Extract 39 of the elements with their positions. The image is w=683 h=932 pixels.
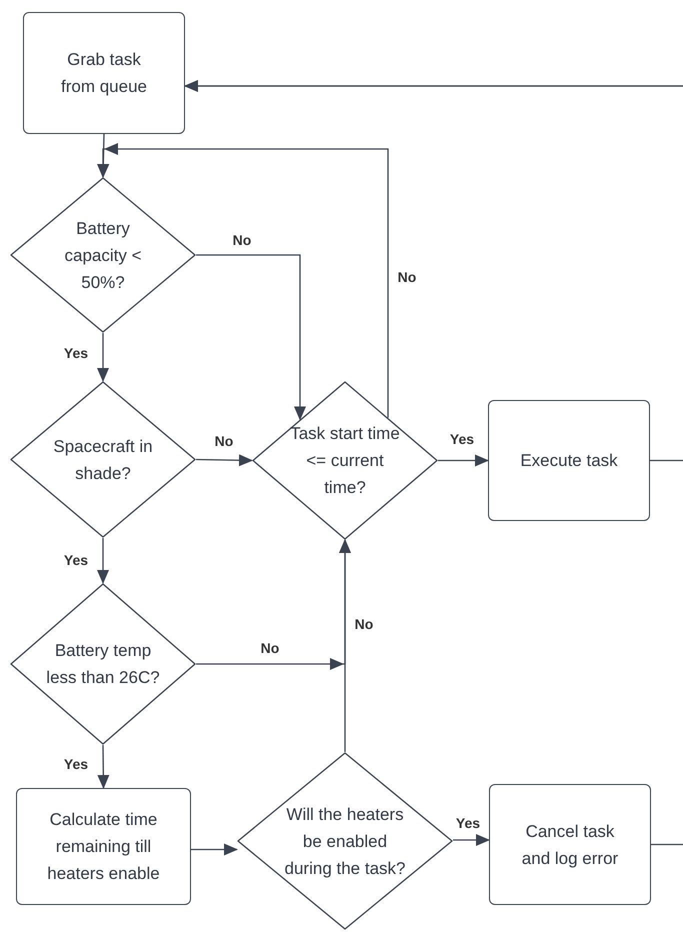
decision-diamond <box>10 583 196 745</box>
arrow <box>196 254 306 420</box>
edge-label: Yes <box>448 431 476 447</box>
edge-label: Yes <box>454 815 482 831</box>
node-text: Cancel task and log error <box>520 820 620 870</box>
node-text: Battery capacity < 50%? <box>63 218 142 294</box>
decision-diamond <box>10 381 196 538</box>
arrow <box>191 844 238 856</box>
arrow <box>184 80 683 846</box>
node-text: Calculate time remaining till heaters enable <box>46 809 161 885</box>
arrow <box>438 454 489 466</box>
edge-label: No <box>260 640 280 656</box>
edge-label: Yes <box>62 552 90 568</box>
process-box <box>16 788 191 905</box>
decision-diamond <box>10 177 196 333</box>
arrow <box>97 745 110 789</box>
arrow <box>339 539 351 752</box>
node-text: Spacecraft in shade? <box>53 436 153 484</box>
edge-label: No <box>396 269 418 285</box>
process-box <box>489 784 651 905</box>
node-text: Execute task <box>519 450 619 472</box>
process-box <box>488 400 650 521</box>
arrow <box>97 538 109 584</box>
edge-label: No <box>232 232 252 248</box>
arrow <box>97 143 389 418</box>
arrow <box>97 333 109 382</box>
process-box <box>23 12 185 134</box>
node-text: Task start time <= current time? <box>289 423 401 499</box>
node-text: Grab task from queue <box>60 49 148 98</box>
arrow <box>196 454 253 466</box>
edge-label: No <box>354 616 374 632</box>
arrow <box>453 834 490 846</box>
edge-label: No <box>214 433 234 449</box>
edge-label: Yes <box>62 756 90 772</box>
node-text: Battery temp less than 26C? <box>45 640 161 689</box>
decision-diamond <box>252 381 438 540</box>
node-text: Will the heaters be enabled during the task? <box>284 804 406 880</box>
decision-diamond <box>237 752 453 930</box>
edge-label: Yes <box>62 345 90 361</box>
